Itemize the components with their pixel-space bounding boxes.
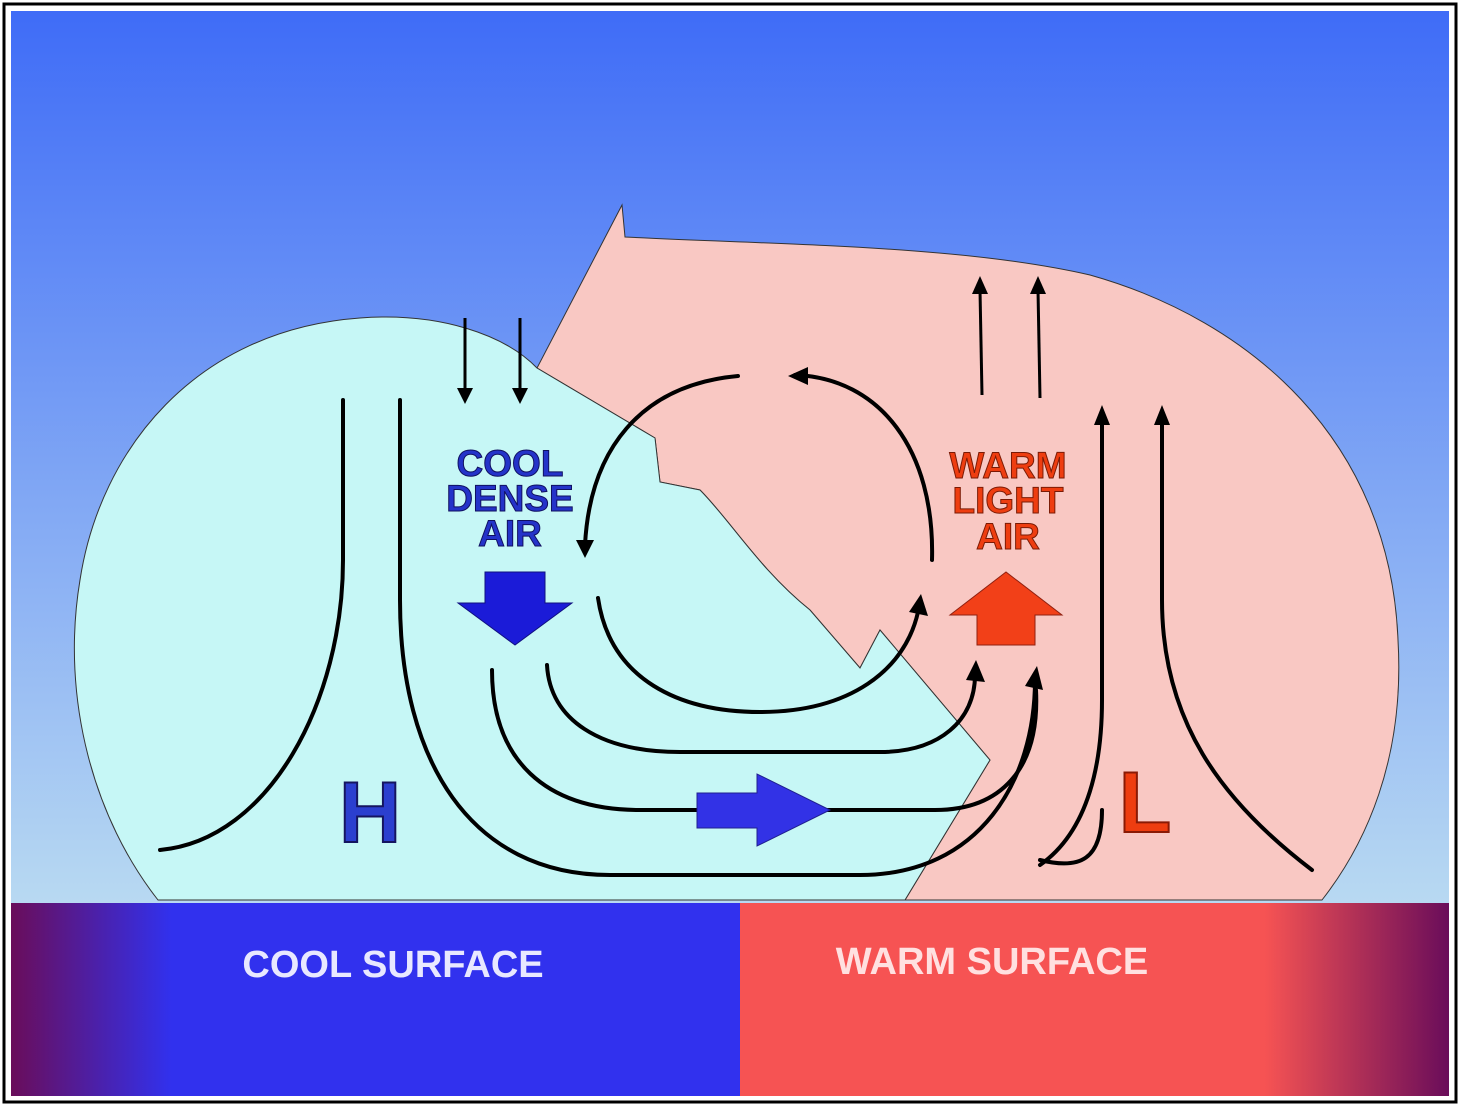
cool-air-label-line-3: AIR [478, 513, 542, 554]
arrowhead-high-right [1025, 666, 1043, 690]
arrowhead-loop-left [576, 540, 594, 558]
arrowhead-surface-upper [966, 660, 985, 682]
warm-air-label-line-1: WARM [949, 445, 1066, 486]
ascend-arrowhead-1 [972, 276, 988, 294]
arrowhead-loop-lower [909, 594, 928, 616]
ascend-arrowhead-2 [1030, 276, 1046, 294]
flow-line-low-outer [1160, 418, 1314, 872]
arrowhead-loop-right [788, 367, 808, 385]
arrowhead-low-inner [1094, 405, 1110, 425]
circulation-loop-left [583, 374, 740, 547]
ascend-line-1 [978, 289, 984, 396]
flow-line-high-left [158, 398, 345, 852]
circulation-loop-right [793, 373, 935, 562]
warm-air-label-line-3: AIR [976, 516, 1040, 557]
flow-line-low-inner [1038, 418, 1104, 867]
flow-line-surface-lower [490, 668, 1039, 812]
warm-air-up-arrow [948, 571, 1064, 646]
cool-surface [11, 903, 740, 1096]
high-pressure-label: H [339, 765, 401, 861]
cool-air-down-arrow [456, 571, 574, 646]
descend-arrowhead-2 [512, 388, 528, 404]
warm-air-label-line-2: LIGHT [953, 480, 1064, 521]
cool-surface-label: COOL SURFACE [242, 944, 543, 986]
flow-line-surface-upper [545, 663, 977, 754]
descend-arrowhead-1 [457, 388, 473, 404]
arrowhead-low-outer [1154, 405, 1170, 425]
flow-line-low-left [1038, 808, 1104, 866]
cool-air-label-line-2: DENSE [446, 478, 573, 519]
cool-air-label-line-1: COOL [457, 443, 564, 484]
warm-surface [740, 903, 1449, 1096]
surface-wind-arrow [696, 773, 832, 847]
warm-surface-label: WARM SURFACE [836, 941, 1148, 983]
circulation-loop-lower [596, 596, 920, 715]
low-pressure-label: L [1119, 755, 1172, 851]
ascend-line-2 [1036, 289, 1042, 399]
